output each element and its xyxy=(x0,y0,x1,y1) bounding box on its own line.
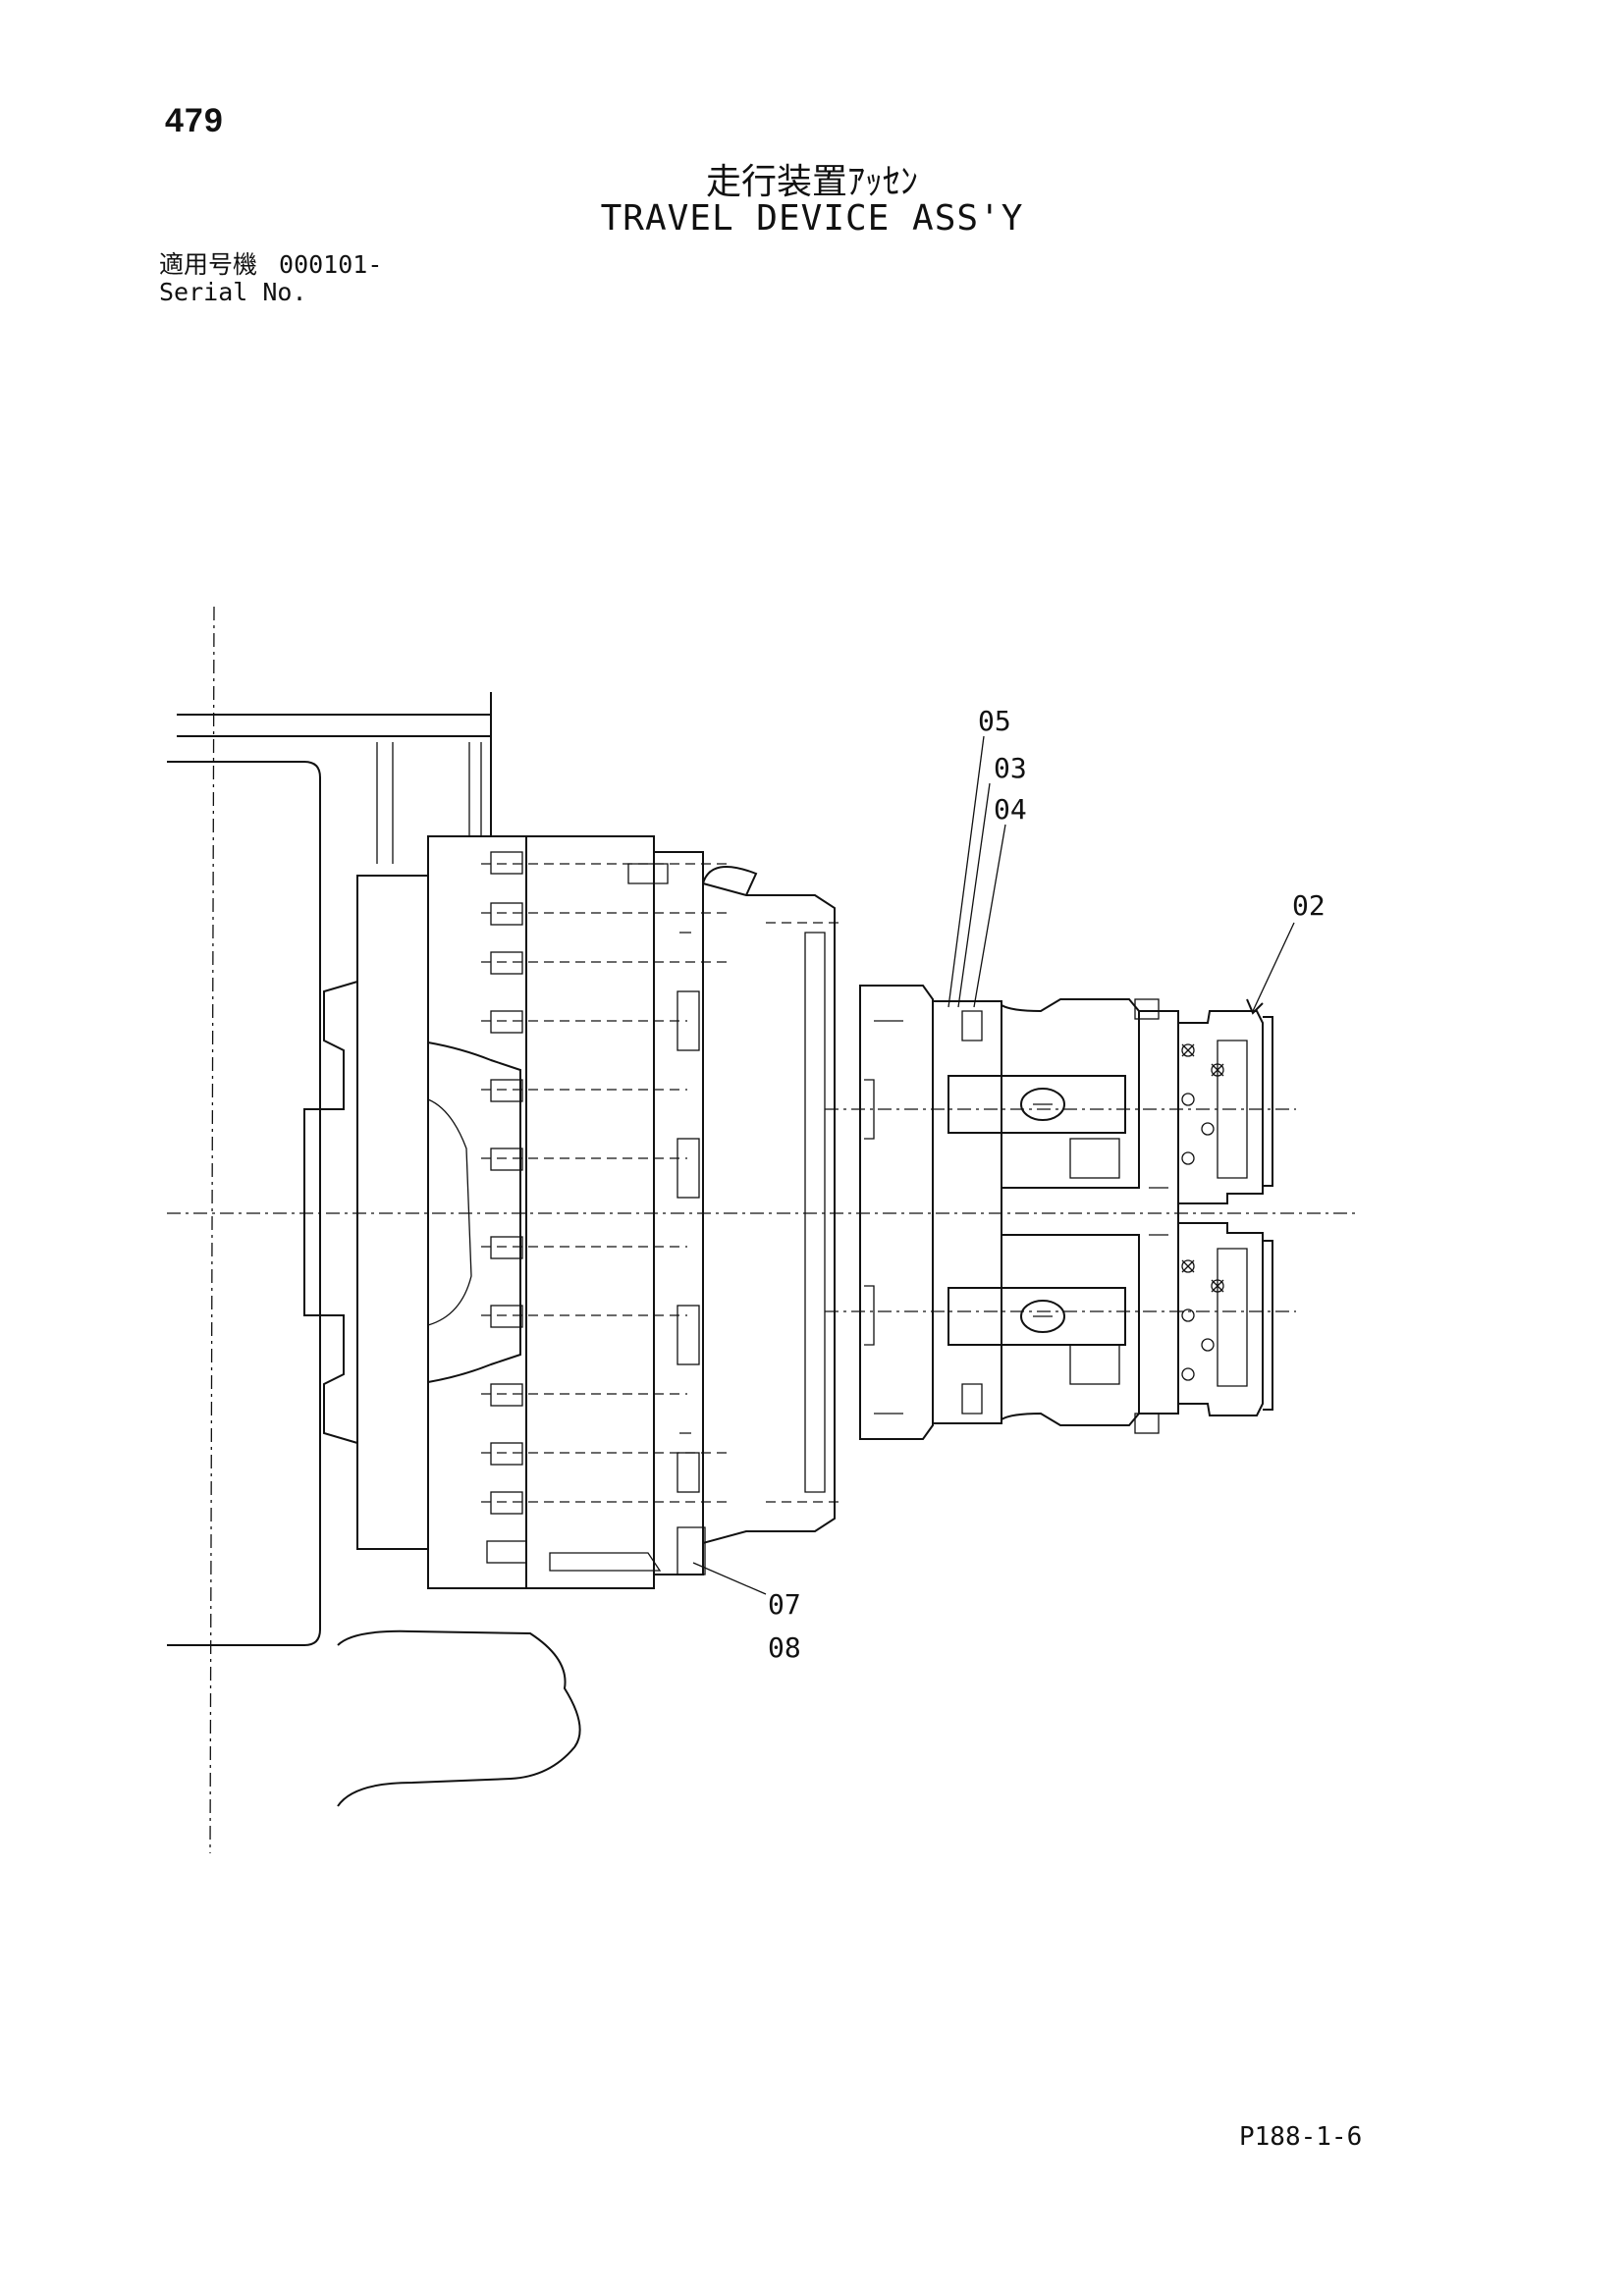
travel-motor xyxy=(859,985,1179,1440)
serial-value: 000101- xyxy=(279,250,383,279)
page-number: 479 xyxy=(165,102,224,139)
serial-block: 適用号機 000101- Serial No. xyxy=(159,251,382,306)
callout-02: 02 xyxy=(1292,889,1326,922)
callout-04: 04 xyxy=(994,793,1027,826)
callout-05: 05 xyxy=(978,705,1011,737)
drawing-reference: P188-1-6 xyxy=(1239,2122,1363,2152)
vertical-centerline xyxy=(209,606,215,1854)
callout-07: 07 xyxy=(768,1588,801,1621)
callout-08: 08 xyxy=(768,1631,801,1664)
serial-label-english: Serial No. xyxy=(159,278,307,306)
serial-label-japanese: 適用号機 xyxy=(159,250,258,279)
counterbalance-valves xyxy=(1177,1010,1273,1416)
callout-leaders xyxy=(692,735,1295,1595)
gear-housing xyxy=(303,835,836,1589)
callout-03: 03 xyxy=(994,752,1027,784)
title-english: TRAVEL DEVICE ASS'Y xyxy=(600,198,1024,239)
title-japanese: 走行装置ｱｯｾﾝ xyxy=(705,162,918,202)
housing-hidden-lines xyxy=(481,863,844,1503)
track-frame xyxy=(167,692,581,1807)
